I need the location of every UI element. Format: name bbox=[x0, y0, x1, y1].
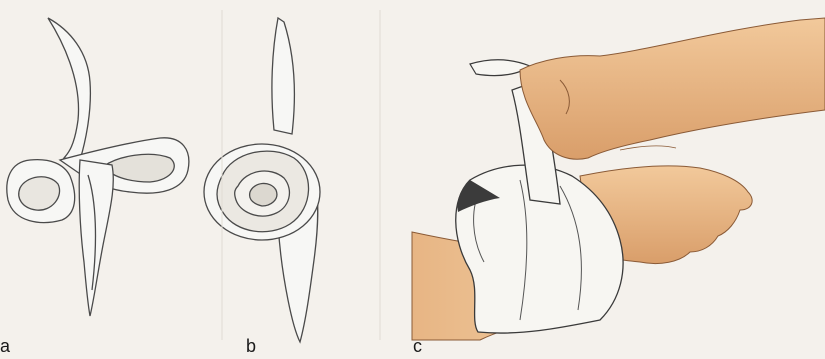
panel-c-arm-drawing bbox=[412, 18, 825, 340]
panel-a-knot-drawing bbox=[7, 18, 189, 316]
panel-label-b: b bbox=[246, 336, 256, 357]
panel-b-knot-drawing bbox=[204, 18, 320, 342]
panel-label-c: c bbox=[413, 336, 422, 357]
panel-label-a: a bbox=[0, 336, 10, 357]
